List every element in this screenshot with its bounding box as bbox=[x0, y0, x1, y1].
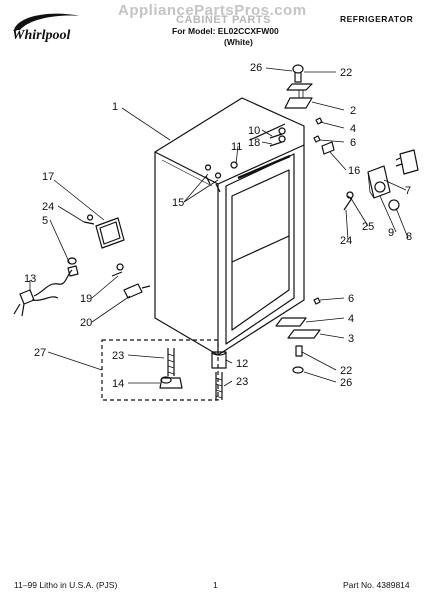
callout-24-right: 24 bbox=[340, 235, 352, 247]
footer-page-number: 1 bbox=[213, 580, 218, 590]
brand-name: Whirlpool bbox=[12, 28, 70, 43]
callout-14: 14 bbox=[112, 378, 124, 390]
footer-litho: 11–99 Litho in U.S.A. (PJS) bbox=[14, 580, 118, 590]
callout-17: 17 bbox=[42, 171, 54, 183]
callout-2: 2 bbox=[350, 105, 356, 117]
callout-12: 12 bbox=[236, 358, 248, 370]
callout-18: 18 bbox=[248, 137, 260, 149]
callout-16: 16 bbox=[348, 165, 360, 177]
appliance-type: REFRIGERATOR bbox=[340, 14, 414, 24]
callout-7: 7 bbox=[405, 185, 411, 197]
callout-labels: 26 22 2 4 6 1 10 18 11 15 16 7 9 8 25 24… bbox=[24, 62, 412, 390]
callout-27: 27 bbox=[34, 347, 46, 359]
footer-part-number: Part No. 4389814 bbox=[343, 580, 410, 590]
watermark-text: AppliancePartsPros.com bbox=[118, 2, 307, 19]
callout-22-top: 22 bbox=[340, 67, 352, 79]
small-screws bbox=[204, 127, 286, 193]
callout-20: 20 bbox=[80, 317, 92, 329]
cabinet-body bbox=[154, 97, 305, 356]
callout-6-top: 6 bbox=[350, 137, 356, 149]
page-title: CABINET PARTS bbox=[176, 14, 271, 26]
wiring-harness bbox=[13, 257, 79, 317]
callout-13: 13 bbox=[24, 273, 36, 285]
callout-5: 5 bbox=[42, 215, 48, 227]
callout-26-top: 26 bbox=[250, 62, 262, 74]
callout-23-left: 23 bbox=[112, 350, 124, 362]
callout-22-bottom: 22 bbox=[340, 365, 352, 377]
callout-4-bottom: 4 bbox=[348, 313, 354, 325]
color-line: (White) bbox=[224, 37, 253, 47]
callout-1: 1 bbox=[112, 101, 118, 113]
callout-9: 9 bbox=[388, 227, 394, 239]
callout-10: 10 bbox=[248, 125, 260, 137]
bottom-hinge-assembly bbox=[275, 297, 321, 374]
callout-4-top: 4 bbox=[350, 123, 356, 135]
whirlpool-logo: Whirlpool bbox=[12, 13, 80, 43]
callout-3: 3 bbox=[348, 333, 354, 345]
connector-19-20 bbox=[111, 263, 151, 299]
callout-19: 19 bbox=[80, 293, 92, 305]
kit-box-27 bbox=[101, 339, 219, 401]
callout-6-bottom: 6 bbox=[348, 293, 354, 305]
callout-23-right: 23 bbox=[236, 376, 248, 388]
callout-8: 8 bbox=[406, 231, 412, 243]
leader-lines bbox=[29, 67, 409, 387]
bracket-17 bbox=[83, 214, 125, 249]
callout-24-left: 24 bbox=[42, 201, 54, 213]
leveling-legs bbox=[159, 348, 227, 400]
callout-25: 25 bbox=[362, 221, 374, 233]
model-line: For Model: EL02CCXFW00 bbox=[172, 26, 279, 36]
callout-15: 15 bbox=[172, 197, 184, 209]
callout-11: 11 bbox=[231, 141, 242, 153]
control-parts bbox=[321, 141, 419, 211]
callout-26-bottom: 26 bbox=[340, 377, 352, 389]
